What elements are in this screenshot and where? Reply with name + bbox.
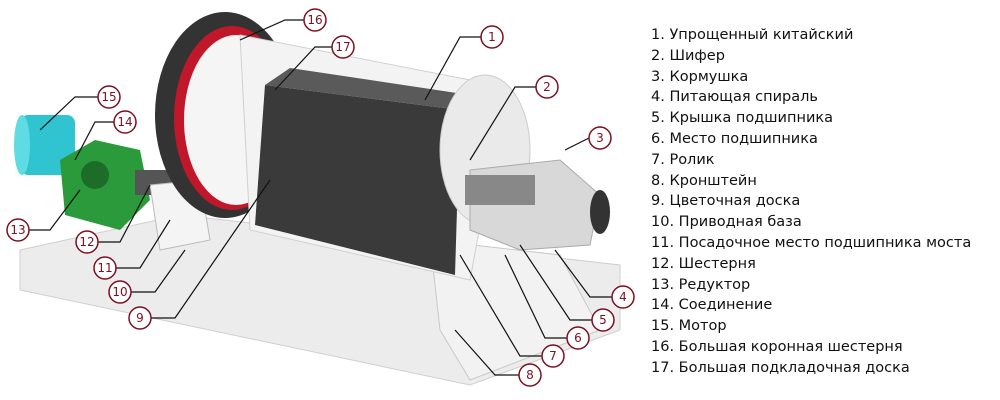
reducer (60, 140, 150, 230)
callout-number: 5 (599, 313, 607, 327)
callout-4: 4 (611, 285, 635, 309)
liner-top (265, 68, 470, 110)
legend-item: 4. Питающая спираль (651, 89, 818, 106)
callout-circle (480, 25, 504, 49)
callout-8: 8 (518, 363, 542, 387)
legend-item: 13. Редуктор (651, 276, 751, 293)
callout-circle (75, 230, 99, 254)
callout-number: 1 (488, 30, 496, 44)
legend-item: 17. Большая подкладочная доска (651, 359, 910, 376)
callout-10: 10 (108, 280, 132, 304)
legend-item: 6. Место подшипника (651, 130, 818, 147)
callout-17: 17 (331, 35, 355, 59)
callout-circle (566, 326, 590, 350)
callout-number: 8 (526, 368, 534, 382)
callout-circle (611, 285, 635, 309)
callout-number: 13 (10, 223, 25, 237)
callout-number: 10 (112, 285, 127, 299)
parts-legend: 1. Упрощенный китайский 2. Шифер 3. Корм… (651, 25, 971, 379)
callout-6: 6 (566, 326, 590, 350)
callout-7: 7 (541, 344, 565, 368)
legend-item: 15. Мотор (651, 318, 727, 335)
callout-circle (93, 256, 117, 280)
legend-item: 1. Упрощенный китайский (651, 27, 854, 43)
coupling (81, 161, 109, 189)
callout-number: 17 (335, 40, 350, 54)
callout-12: 12 (75, 230, 99, 254)
feeder-mouth (590, 190, 610, 234)
callout-number: 2 (543, 80, 551, 94)
callout-number: 7 (549, 349, 557, 363)
callout-number: 15 (101, 90, 116, 104)
leader-lines (29, 19, 612, 376)
callout-14: 14 (113, 110, 137, 134)
callout-circle (518, 363, 542, 387)
callout-2: 2 (535, 75, 559, 99)
callout-3: 3 (588, 126, 612, 150)
legend-item: 16. Большая коронная шестерня (651, 338, 903, 355)
callout-number: 3 (596, 131, 604, 145)
callout-circle (591, 308, 615, 332)
callout-circle (541, 344, 565, 368)
callout-circle (128, 306, 152, 330)
legend-item: 5. Крышка подшипника (651, 110, 834, 127)
legend-item: 10. Приводная база (651, 214, 802, 231)
legend-item: 7. Ролик (651, 151, 715, 168)
legend-item: 2. Шифер (651, 47, 725, 64)
legend-item: 9. Цветочная доска (651, 193, 801, 210)
callout-11: 11 (93, 256, 117, 280)
liner-interior (255, 85, 460, 275)
legend-item: 12. Шестерня (651, 255, 756, 272)
callout-number: 11 (97, 261, 112, 275)
callout-number: 14 (117, 115, 132, 129)
callout-circle (331, 35, 355, 59)
callout-5: 5 (591, 308, 615, 332)
callout-circle (97, 85, 121, 109)
callout-15: 15 (97, 85, 121, 109)
legend-item: 14. Соединение (651, 297, 773, 314)
legend-item: 8. Кронштейн (651, 172, 757, 189)
callout-number: 16 (307, 13, 322, 27)
callout-number: 4 (619, 290, 627, 304)
callout-number: 6 (574, 331, 582, 345)
callout-number: 12 (79, 235, 94, 249)
callout-circle (6, 218, 30, 242)
callout-circle (303, 8, 327, 32)
legend-item: 3. Кормушка (651, 68, 749, 85)
legend-item: 11. Посадочное место подшипника моста (651, 234, 972, 251)
callout-16: 16 (303, 8, 327, 32)
callout-9: 9 (128, 306, 152, 330)
callout-13: 13 (6, 218, 30, 242)
callout-circle (535, 75, 559, 99)
callout-circle (588, 126, 612, 150)
callout-circle (108, 280, 132, 304)
callout-1: 1 (480, 25, 504, 49)
feed-spiral (465, 175, 535, 205)
callout-number: 9 (136, 311, 144, 325)
callout-circle (113, 110, 137, 134)
